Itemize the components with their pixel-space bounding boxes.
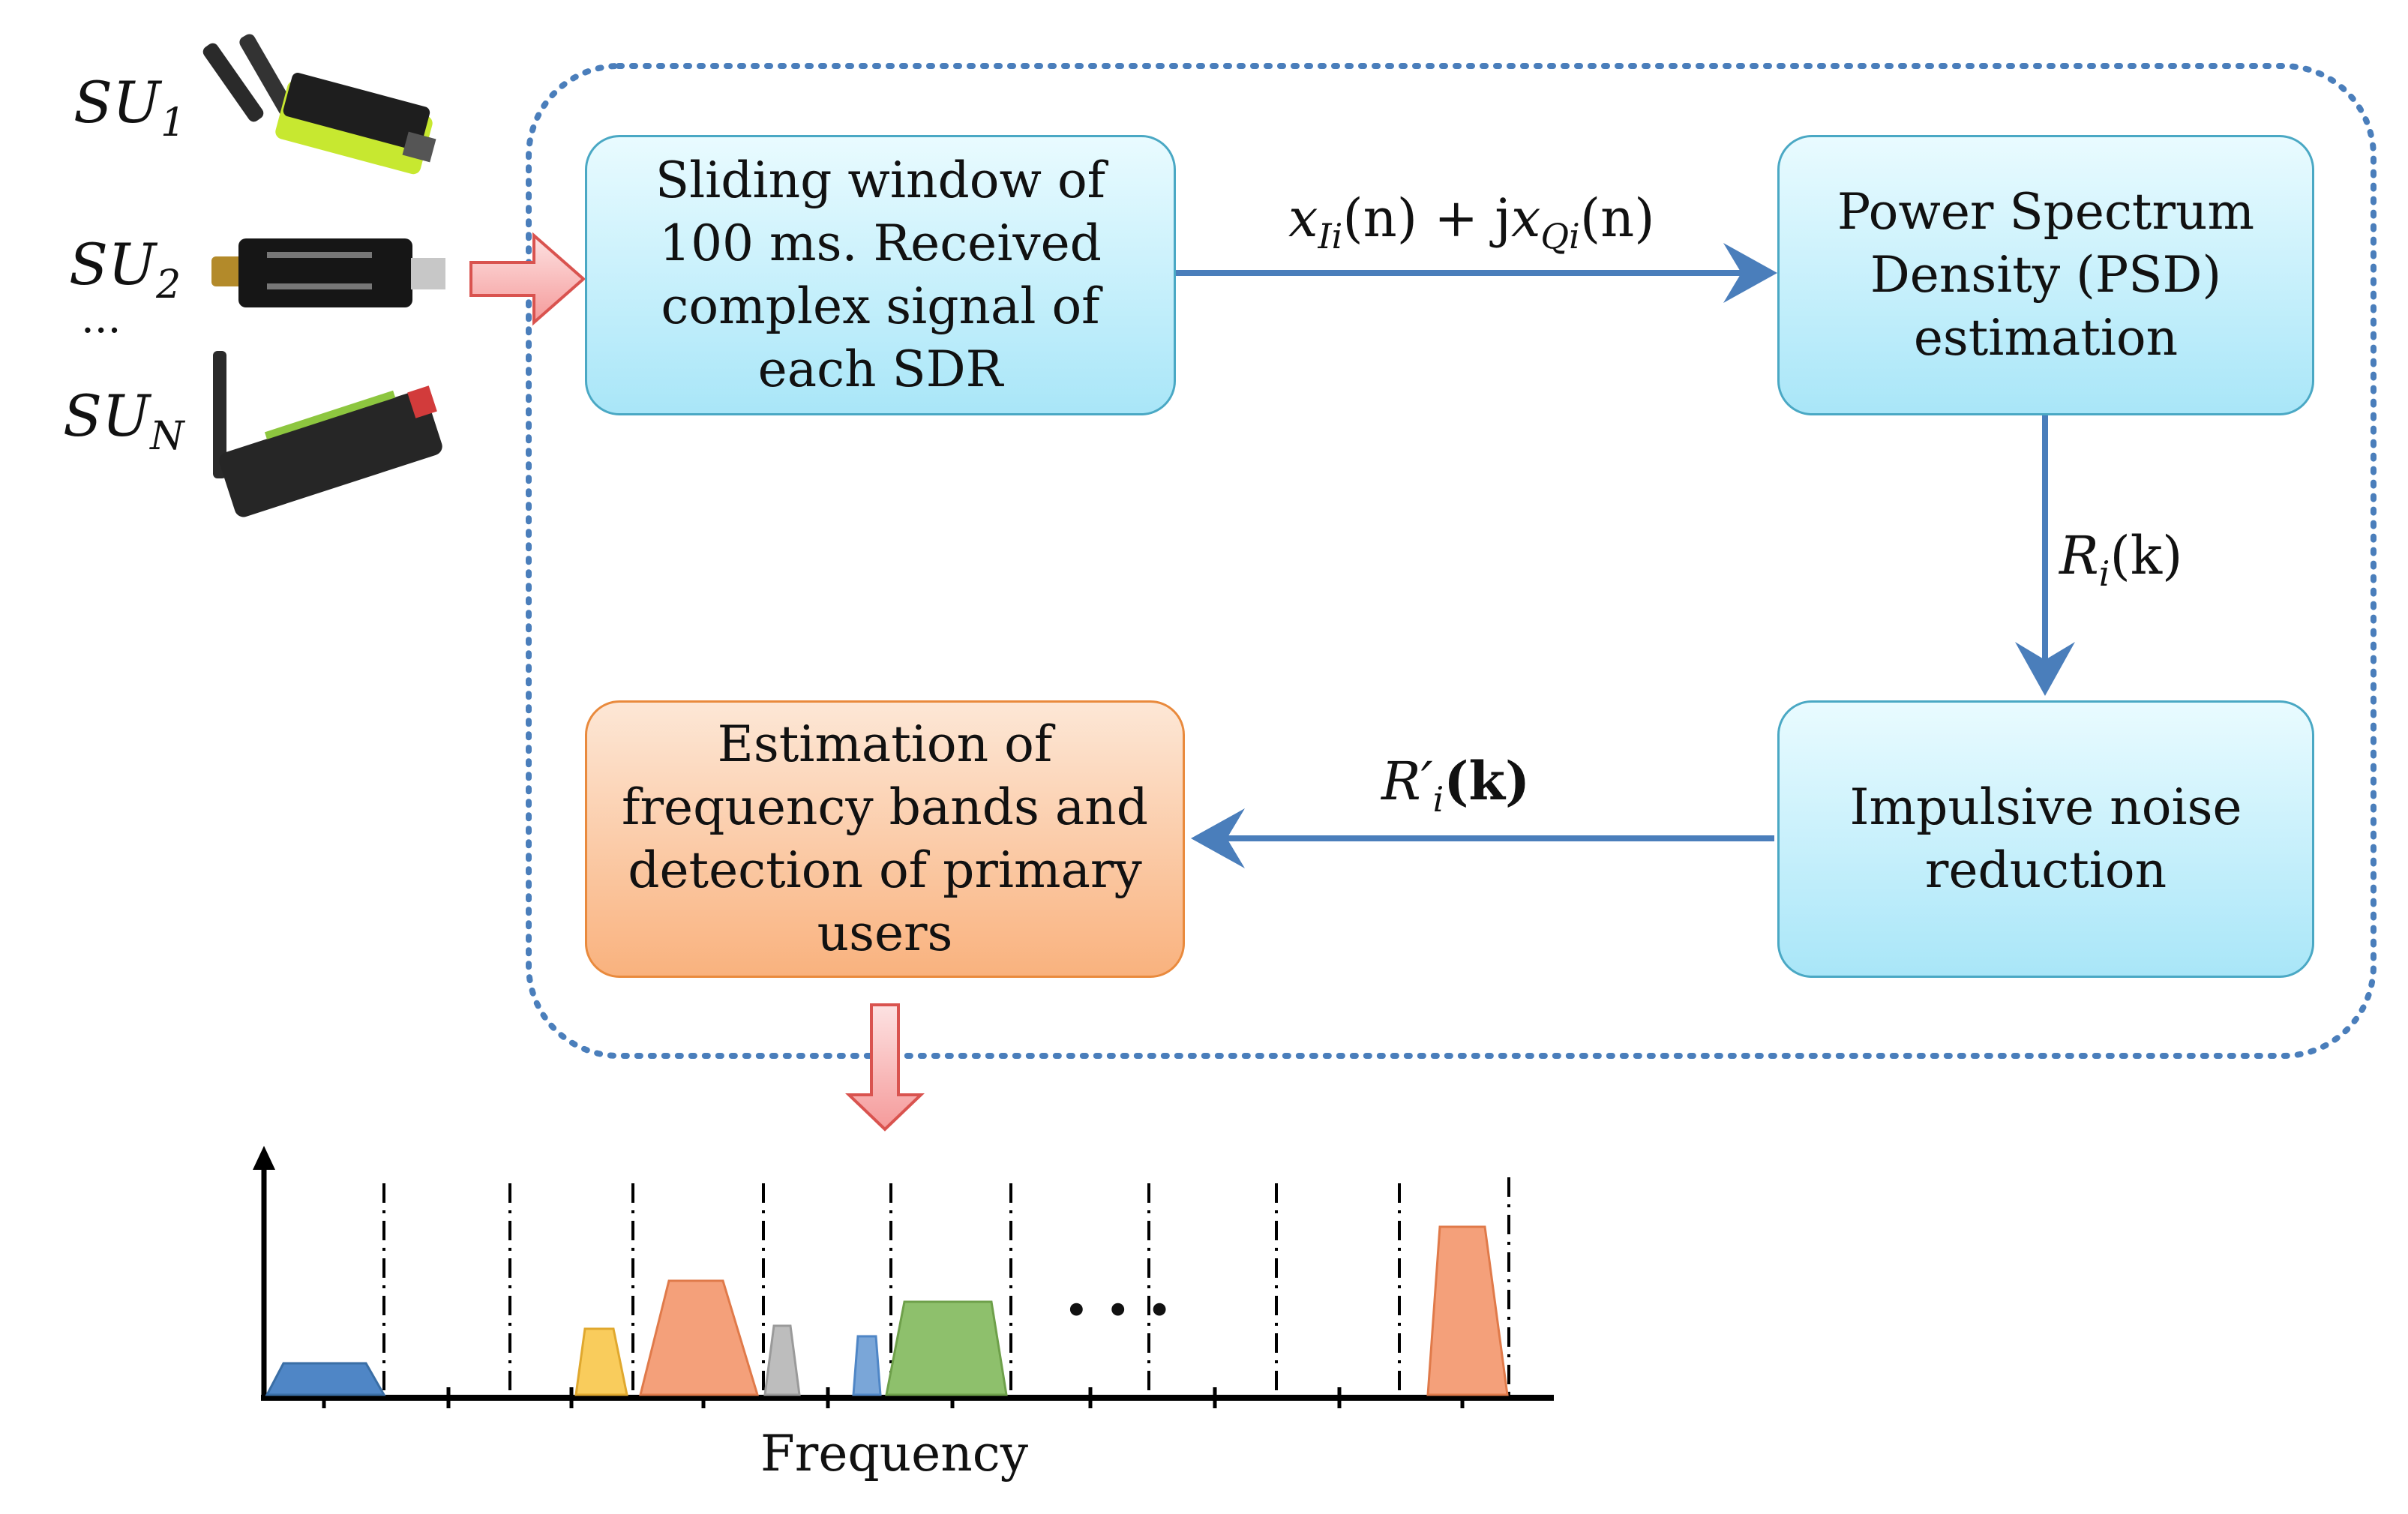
sliding-window-text: Sliding window of 100 ms. Received compl… xyxy=(655,151,1106,398)
psd-estimation-text: Power Spectrum Density (PSD) estimation xyxy=(1837,183,2255,367)
signal-band-orange-1 xyxy=(639,1279,760,1396)
signal-label-rprime: R′i(k) xyxy=(1381,750,1531,820)
sdr-device-1 xyxy=(202,34,436,175)
impulsive-noise-text: Impulsive noise reduction xyxy=(1849,778,2242,899)
signal-band-yellow xyxy=(574,1327,628,1396)
sdr-device-2 xyxy=(211,238,445,307)
signal-band-lightblue xyxy=(852,1335,882,1396)
signal-label-r: Ri(k) xyxy=(2059,525,2183,594)
user-label-n: SUN xyxy=(63,382,184,459)
psd-estimation-box: Power Spectrum Density (PSD) estimation xyxy=(1777,135,2314,415)
estimation-text: Estimation of frequency bands and detect… xyxy=(622,715,1148,962)
user-label-2: SU2 xyxy=(69,231,181,307)
sdr-device-3 xyxy=(213,351,442,517)
signal-band-orange-2 xyxy=(1426,1225,1509,1396)
signal-label-x: xIi(n) + jxQi(n) xyxy=(1288,187,1655,256)
dotted-container xyxy=(526,63,2377,1059)
signal-band-blue xyxy=(265,1362,386,1396)
impulsive-noise-box: Impulsive noise reduction xyxy=(1777,700,2314,978)
sliding-window-box: Sliding window of 100 ms. Received compl… xyxy=(585,135,1176,415)
spectrum-ellipsis: • • • xyxy=(1065,1290,1174,1332)
spectrum-y-axis-arrowhead xyxy=(253,1146,275,1170)
spectrum-plot xyxy=(253,1146,1554,1408)
output-arrow xyxy=(845,1003,925,1132)
estimation-box: Estimation of frequency bands and detect… xyxy=(585,700,1185,978)
spectrum-x-label: Frequency xyxy=(760,1425,1028,1483)
signal-band-gray xyxy=(763,1324,801,1396)
signal-band-green xyxy=(885,1300,1008,1396)
user-ellipsis: ... xyxy=(81,294,121,343)
user-label-1: SU1 xyxy=(73,69,186,145)
input-arrow xyxy=(469,232,586,326)
